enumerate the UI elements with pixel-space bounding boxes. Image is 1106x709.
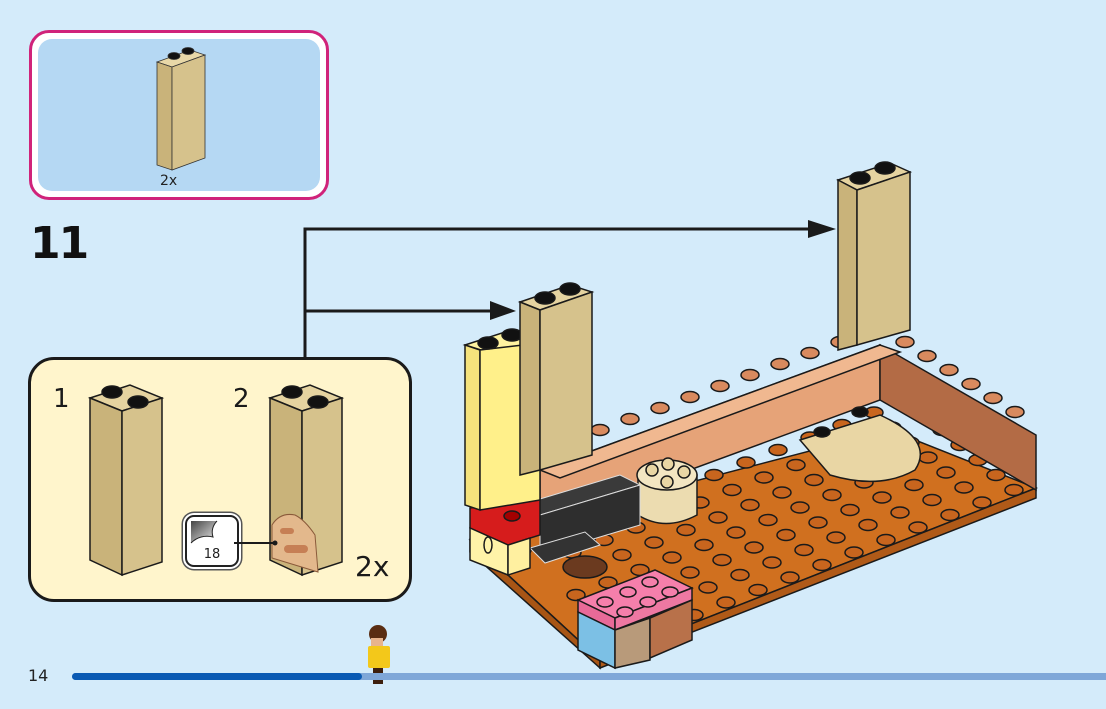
sticker-reference: 18 — [185, 515, 239, 567]
minifigure-icon — [368, 625, 390, 684]
parts-brick — [155, 47, 207, 171]
stud — [740, 498, 760, 512]
sub-step-label-1: 1 — [53, 384, 70, 414]
stud — [566, 588, 586, 602]
stud — [804, 473, 824, 487]
stud — [730, 568, 750, 582]
stud — [904, 478, 924, 492]
stud — [961, 377, 981, 391]
stud — [812, 558, 832, 572]
stud — [936, 466, 956, 479]
sticker-sheet-icon — [190, 520, 218, 544]
stud — [808, 516, 828, 529]
stud — [895, 335, 915, 349]
stud — [676, 523, 696, 537]
stud — [858, 518, 878, 532]
sub-brick-2 — [267, 384, 345, 577]
stud — [940, 508, 960, 522]
stud — [768, 443, 788, 457]
model-pink-brick — [576, 569, 694, 670]
stud — [740, 368, 760, 382]
stud — [972, 496, 992, 509]
model-round-brick — [636, 457, 698, 525]
step-number: 11 — [30, 218, 89, 269]
sticker-number: 18 — [203, 547, 221, 562]
progress-track — [72, 673, 1106, 680]
arrow-head-icon — [808, 220, 836, 238]
stud — [986, 468, 1006, 482]
stud — [826, 531, 846, 544]
model-dark-grey-bricks — [518, 474, 642, 564]
stud — [890, 506, 910, 519]
stud — [680, 390, 700, 404]
stud — [620, 412, 640, 426]
stud — [680, 566, 700, 579]
page-number: 14 — [28, 666, 49, 685]
sub-assembly-quantity: 2x — [355, 550, 390, 583]
stud — [662, 551, 682, 564]
stud — [794, 543, 814, 557]
stud — [876, 533, 896, 547]
stud — [716, 596, 736, 609]
stud — [840, 503, 860, 517]
model-tan-tall-brick-right — [836, 161, 913, 351]
stud — [762, 556, 782, 569]
stud — [754, 471, 774, 484]
stud — [644, 536, 664, 549]
stud — [908, 521, 928, 534]
stud — [917, 349, 937, 363]
stud — [786, 458, 806, 472]
stud — [780, 571, 800, 584]
stud — [939, 363, 959, 377]
stud — [710, 379, 730, 393]
stud — [790, 501, 810, 514]
stud — [772, 486, 792, 499]
stud — [712, 553, 732, 567]
stud — [590, 423, 610, 437]
stud — [708, 511, 728, 524]
stud — [800, 346, 820, 360]
stud — [822, 488, 842, 502]
arrow-head-icon — [490, 301, 516, 320]
parts-quantity: 2x — [160, 173, 178, 189]
model-brown-round-plate — [562, 555, 608, 579]
stud — [694, 538, 714, 552]
stud — [744, 541, 764, 554]
sub-brick-1 — [87, 384, 165, 577]
stud — [918, 451, 938, 464]
stud — [776, 528, 796, 542]
stud — [983, 391, 1003, 405]
stud — [650, 401, 670, 415]
stud — [736, 456, 756, 469]
stud — [726, 526, 746, 539]
step-arrows — [303, 227, 815, 357]
stud — [844, 546, 864, 559]
stud — [770, 357, 790, 371]
stud — [722, 483, 742, 497]
progress-fill — [72, 673, 362, 680]
model-tan-tall-brick-left — [517, 282, 595, 476]
stud — [1005, 405, 1025, 419]
sub-step-label-2: 2 — [233, 384, 250, 414]
stud — [922, 493, 942, 507]
stud — [872, 491, 892, 504]
stud — [748, 583, 768, 597]
stud — [612, 548, 632, 562]
stud — [954, 481, 974, 494]
stud — [758, 513, 778, 527]
stud — [698, 581, 718, 594]
stud — [1004, 483, 1024, 497]
stud — [704, 468, 724, 482]
model-round-tile — [798, 406, 921, 483]
